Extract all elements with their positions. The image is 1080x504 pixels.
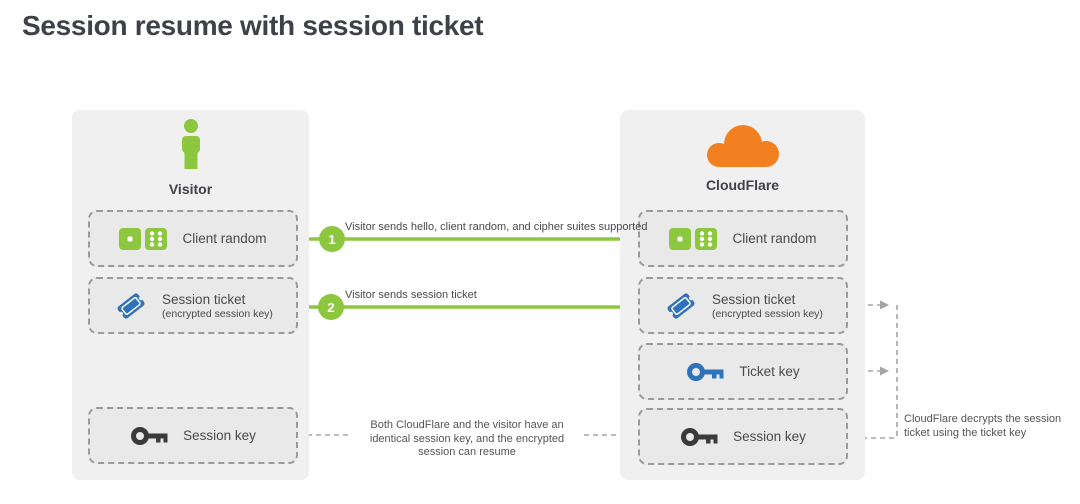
visitor-client-random-box: Client random	[88, 210, 298, 267]
visitor-entity: Visitor	[72, 118, 309, 197]
box-label: Session key	[733, 429, 806, 444]
cloudflare-panel: CloudFlare Client random	[620, 110, 865, 480]
key-icon	[131, 426, 168, 445]
visitor-session-ticket-box: Session ticket (encrypted session key)	[88, 277, 298, 334]
box-text: Session ticket (encrypted session key)	[712, 292, 823, 320]
box-label: Session ticket	[712, 291, 796, 307]
cloudflare-session-ticket-box: Session ticket (encrypted session key)	[638, 277, 848, 334]
box-label: Session ticket	[162, 291, 246, 307]
step-2-label: Visitor sends session ticket	[345, 289, 477, 301]
session-resume-note: Both CloudFlare and the visitor have an …	[369, 419, 565, 458]
page-title: Session resume with session ticket	[22, 10, 484, 41]
box-text: Session ticket (encrypted session key)	[162, 292, 273, 320]
cloud-icon	[706, 125, 779, 167]
step-1-arrow	[298, 232, 639, 246]
step-2-arrow	[298, 300, 639, 314]
cloudflare-entity: CloudFlare	[620, 118, 865, 193]
dice-icon	[119, 227, 168, 250]
key-icon	[681, 427, 718, 446]
cloudflare-ticket-key-box: Ticket key	[638, 343, 848, 400]
box-label: Client random	[732, 231, 817, 246]
person-icon	[181, 119, 200, 169]
cloudflare-client-random-box: Client random	[638, 210, 848, 267]
cloudflare-label: CloudFlare	[705, 177, 780, 193]
visitor-panel: Visitor Client random	[72, 110, 309, 480]
step-2-badge: 2	[318, 294, 344, 320]
visitor-session-key-box: Session key	[88, 407, 298, 464]
box-sublabel: (encrypted session key)	[712, 307, 823, 320]
cloudflare-session-key-box: Session key	[638, 408, 848, 465]
box-label: Ticket key	[739, 364, 800, 379]
visitor-label: Visitor	[168, 181, 213, 197]
step-1-label: Visitor sends hello, client random, and …	[345, 221, 648, 233]
box-sublabel: (encrypted session key)	[162, 307, 273, 320]
key-icon	[687, 362, 724, 381]
ticket-icon	[667, 292, 695, 319]
ticket-icon	[117, 292, 145, 319]
dice-icon	[669, 227, 718, 250]
step-1-badge: 1	[319, 226, 345, 252]
box-label: Session key	[183, 428, 256, 443]
box-label: Client random	[182, 231, 267, 246]
decrypt-note: CloudFlare decrypts the session ticket u…	[904, 413, 1062, 439]
